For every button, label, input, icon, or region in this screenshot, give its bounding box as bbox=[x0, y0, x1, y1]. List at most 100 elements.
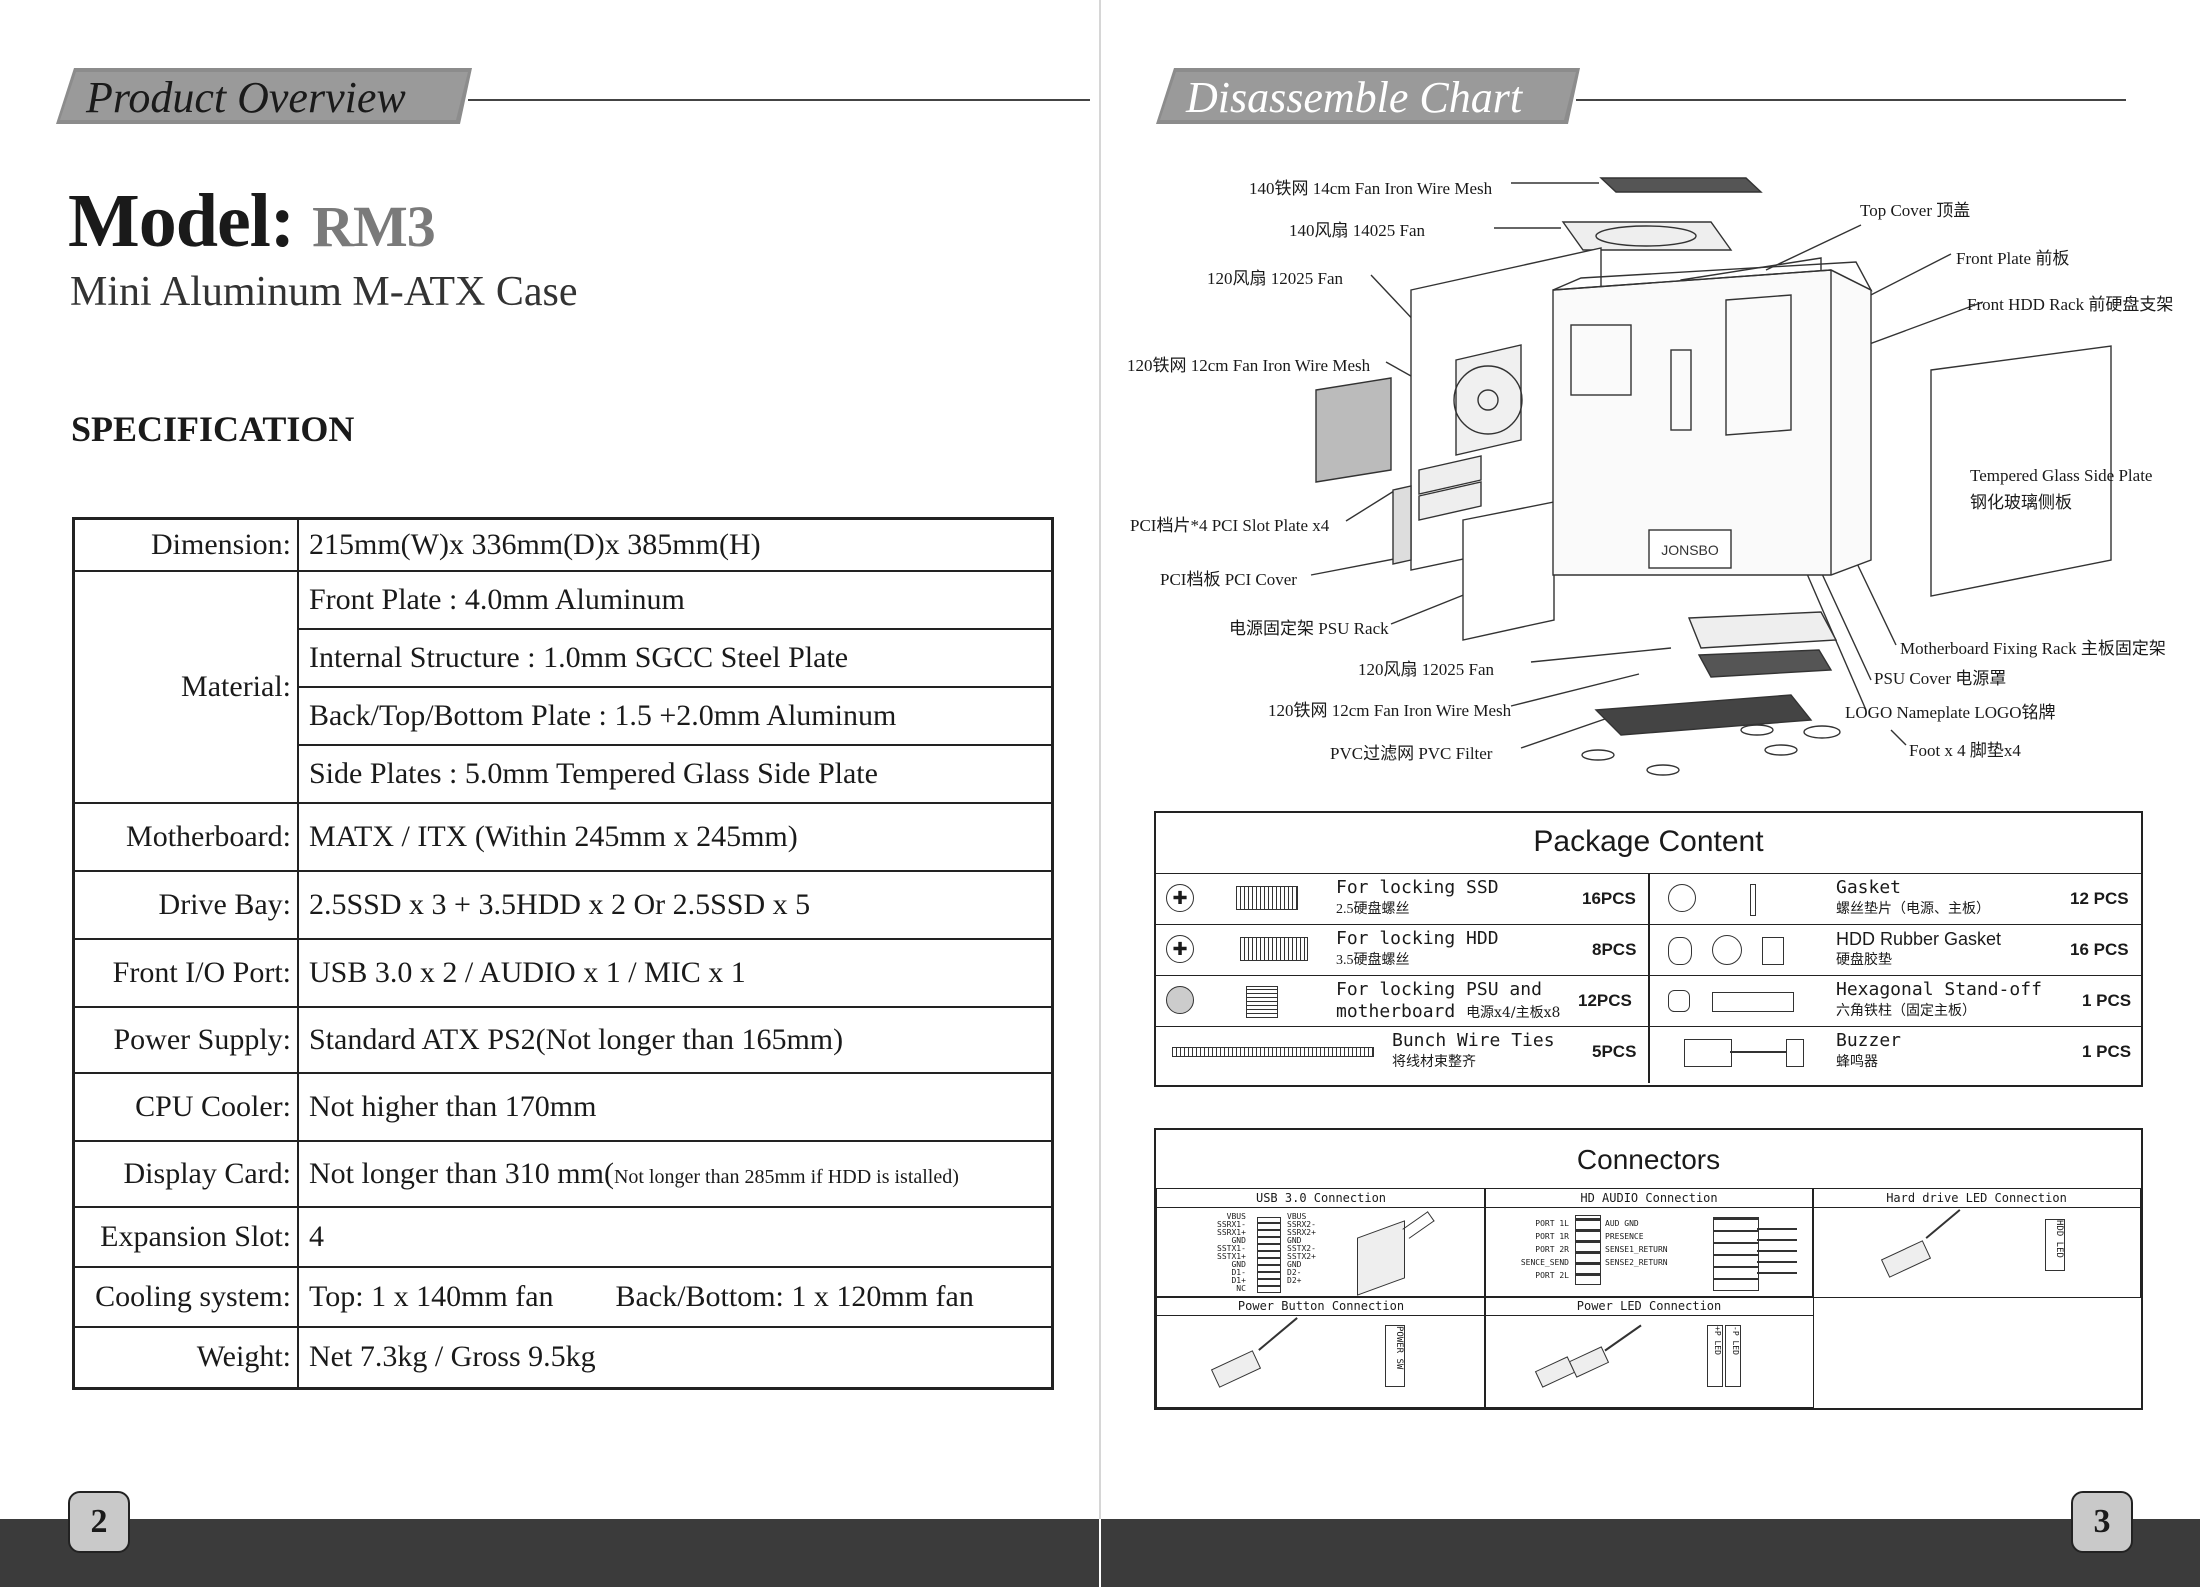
hdd-led-connection-label: Hard drive LED Connection bbox=[1813, 1189, 2140, 1208]
spec-value: 4 bbox=[297, 1205, 1054, 1268]
spec-row-display-card: Display Card: Not longer than 310 mm(Not… bbox=[72, 1139, 1054, 1208]
item-name: Gasket bbox=[1836, 877, 1902, 898]
usb-connection-cell: USB 3.0 Connection VBUS SSRX1- SSRX1+ GN… bbox=[1156, 1188, 1486, 1298]
exploded-view-diagram: JONSBO bbox=[1310, 177, 2112, 776]
page-number-right: 3 bbox=[2071, 1491, 2133, 1553]
item-name-cn: 2.5硬盘螺丝 bbox=[1336, 902, 1410, 917]
item-name-cn: 蜂鸣器 bbox=[1836, 1055, 1878, 1070]
pin: SENSE2_RETURN bbox=[1605, 1258, 1668, 1267]
callout-140-fan: 140风扇 14025 Fan bbox=[1289, 221, 1425, 240]
callout-top-cover: Top Cover 顶盖 bbox=[1860, 201, 1971, 220]
spec-row-power-supply: Power Supply: Standard ATX PS2(Not longe… bbox=[72, 1005, 1054, 1074]
spec-value: USB 3.0 x 2 / AUDIO x 1 / MIC x 1 bbox=[297, 937, 1054, 1008]
pin: SENSE1_RETURN bbox=[1605, 1245, 1668, 1254]
page-spine bbox=[1099, 0, 1101, 1587]
hdd-led-tag: HDD LED bbox=[2045, 1219, 2065, 1271]
case-label: JONSBO bbox=[1661, 542, 1719, 558]
pin: D2+ bbox=[1287, 1276, 1302, 1285]
pin: VBUS bbox=[1287, 1212, 1307, 1221]
item-qty: 1 PCS bbox=[2082, 1042, 2132, 1061]
callout-pvc-filter: PVC过滤网 PVC Filter bbox=[1330, 744, 1493, 763]
pin: GND bbox=[1231, 1260, 1246, 1269]
item-name-cn: 六角铁柱（固定主板） bbox=[1836, 1004, 1976, 1019]
buzzer-icon bbox=[1684, 1039, 1732, 1067]
banner-title: Disassemble Chart bbox=[1186, 73, 1523, 122]
item-name-cn: 将线材束整齐 bbox=[1392, 1055, 1476, 1070]
power-sw-wire-icon bbox=[1258, 1317, 1298, 1351]
pin: SSTX2+ bbox=[1287, 1252, 1316, 1261]
item-qty: 16 PCS bbox=[2070, 940, 2129, 959]
item-name: Buzzer bbox=[1836, 1030, 1902, 1051]
item-name: Bunch Wire Ties bbox=[1392, 1030, 1555, 1051]
hd-audio-connection-label: HD AUDIO Connection bbox=[1485, 1189, 1813, 1208]
audio-pins-right: AUD GND PRESENCE SENSE1_RETURN SENSE2_RE… bbox=[1605, 1217, 1668, 1269]
callout-psu-cover: PSU Cover 电源罩 bbox=[1874, 669, 2007, 688]
rubber-gasket-front-icon bbox=[1712, 935, 1742, 965]
spec-value: Standard ATX PS2(Not longer than 165mm) bbox=[297, 1005, 1054, 1074]
pin: PRESENCE bbox=[1605, 1232, 1644, 1241]
spec-label: Material: bbox=[72, 569, 299, 804]
item-name-2: motherboard 电源x4/主板x8 bbox=[1336, 1002, 1560, 1023]
spec-row-front-io: Front I/O Port: USB 3.0 x 2 / AUDIO x 1 … bbox=[72, 937, 1054, 1008]
pin: SSRX1+ bbox=[1217, 1228, 1246, 1237]
usb-connection-label: USB 3.0 Connection bbox=[1157, 1189, 1485, 1208]
spec-value: Internal Structure : 1.0mm SGCC Steel Pl… bbox=[297, 627, 1054, 688]
package-row: ✚ For locking HDD 3.5硬盘螺丝 8PCS HDD Rubbe… bbox=[1156, 924, 2141, 975]
banner-rule bbox=[468, 99, 1090, 101]
package-content-title: Package Content bbox=[1533, 825, 1764, 858]
footer-gap bbox=[1099, 1519, 1101, 1587]
package-divider bbox=[1648, 873, 1650, 1083]
usb-pins-right: VBUS SSRX2- SSRX2+ GND SSTX2- SSTX2+ GND… bbox=[1287, 1213, 1316, 1285]
spec-row-material: Material: Front Plate : 4.0mm Aluminum bbox=[72, 569, 1054, 804]
spec-value: Back/Top/Bottom Plate : 1.5 +2.0mm Alumi… bbox=[297, 685, 1054, 746]
display-card-value: Not longer than 310 mm( bbox=[309, 1156, 614, 1190]
hex-nut-icon bbox=[1668, 990, 1690, 1012]
spec-label: Drive Bay: bbox=[72, 869, 299, 940]
callout-120-mesh-back: 120铁网 12cm Fan Iron Wire Mesh bbox=[1127, 356, 1371, 375]
model-code: RM3 bbox=[312, 194, 436, 259]
package-item: ✚ For locking HDD 3.5硬盘螺丝 8PCS bbox=[1156, 925, 1646, 975]
screw-side-icon bbox=[1240, 937, 1308, 961]
model-heading: Model: RM3 bbox=[68, 178, 436, 265]
hd-audio-connection-cell: HD AUDIO Connection PORT 1L PORT 1R PORT… bbox=[1484, 1188, 1814, 1298]
usb-cable-icon bbox=[1402, 1211, 1435, 1239]
spec-value: Net 7.3kg / Gross 9.5kg bbox=[297, 1325, 1054, 1390]
model-label: Model: bbox=[68, 179, 295, 263]
callout-logo: LOGO Nameplate LOGO铭牌 bbox=[1845, 703, 2056, 722]
package-item: Gasket 螺丝垫片（电源、主板） 12 PCS bbox=[1650, 874, 2140, 924]
pin: GND bbox=[1287, 1260, 1302, 1269]
spec-row-material: Back/Top/Bottom Plate : 1.5 +2.0mm Alumi… bbox=[74, 685, 1054, 746]
callout-mb-rack: Motherboard Fixing Rack 主板固定架 bbox=[1900, 639, 2166, 658]
pin: PORT 1R bbox=[1535, 1232, 1569, 1241]
screw-head-icon: ✚ bbox=[1166, 884, 1194, 912]
pin: SENCE_SEND bbox=[1520, 1258, 1569, 1267]
spec-label: Weight: bbox=[72, 1325, 299, 1390]
package-item: Bunch Wire Ties 将线材束整齐 5PCS bbox=[1156, 1027, 1646, 1077]
rubber-gasket-icon bbox=[1668, 937, 1692, 965]
spec-row-dimension: Dimension: 215mm(W)x 336mm(D)x 385mm(H) bbox=[72, 517, 1054, 572]
buzzer-plug-icon bbox=[1786, 1039, 1804, 1067]
item-qty: 12PCS bbox=[1578, 991, 1632, 1010]
item-qty: 5PCS bbox=[1592, 1042, 1637, 1061]
gasket-icon bbox=[1668, 884, 1696, 912]
pin: D1+ bbox=[1231, 1276, 1246, 1285]
hdd-led-plug-icon bbox=[1880, 1240, 1932, 1278]
spec-label: Cooling system: bbox=[72, 1265, 299, 1328]
item-name: For locking SSD bbox=[1336, 877, 1499, 898]
pin: D1- bbox=[1231, 1268, 1246, 1277]
cooling-back: Back/Bottom: 1 x 120mm fan bbox=[615, 1279, 974, 1313]
callout-pci-slot: PCI档片*4 PCI Slot Plate x4 bbox=[1130, 516, 1330, 535]
power-button-connection-label: Power Button Connection bbox=[1157, 1297, 1485, 1316]
connectors-box: Connectors USB 3.0 Connection VBUS SSRX1… bbox=[1154, 1128, 2143, 1410]
psu-screw-side-icon bbox=[1246, 986, 1278, 1018]
spec-label: Power Supply: bbox=[72, 1005, 299, 1074]
pin: VBUS bbox=[1226, 1212, 1246, 1221]
spec-label: Dimension: bbox=[72, 517, 299, 572]
connectors-title: Connectors bbox=[1576, 1144, 1721, 1175]
usb-pins-left: VBUS SSRX1- SSRX1+ GND SSTX1- SSTX1+ GND… bbox=[1217, 1213, 1246, 1293]
spec-row-motherboard: Motherboard: MATX / ITX (Within 245mm x … bbox=[72, 801, 1054, 872]
package-item: ✚ For locking SSD 2.5硬盘螺丝 16PCS bbox=[1156, 874, 1646, 924]
package-item: Hexagonal Stand-off 六角铁柱（固定主板） 1 PCS bbox=[1650, 976, 2140, 1026]
item-name-cn: 3.5硬盘螺丝 bbox=[1336, 953, 1410, 968]
